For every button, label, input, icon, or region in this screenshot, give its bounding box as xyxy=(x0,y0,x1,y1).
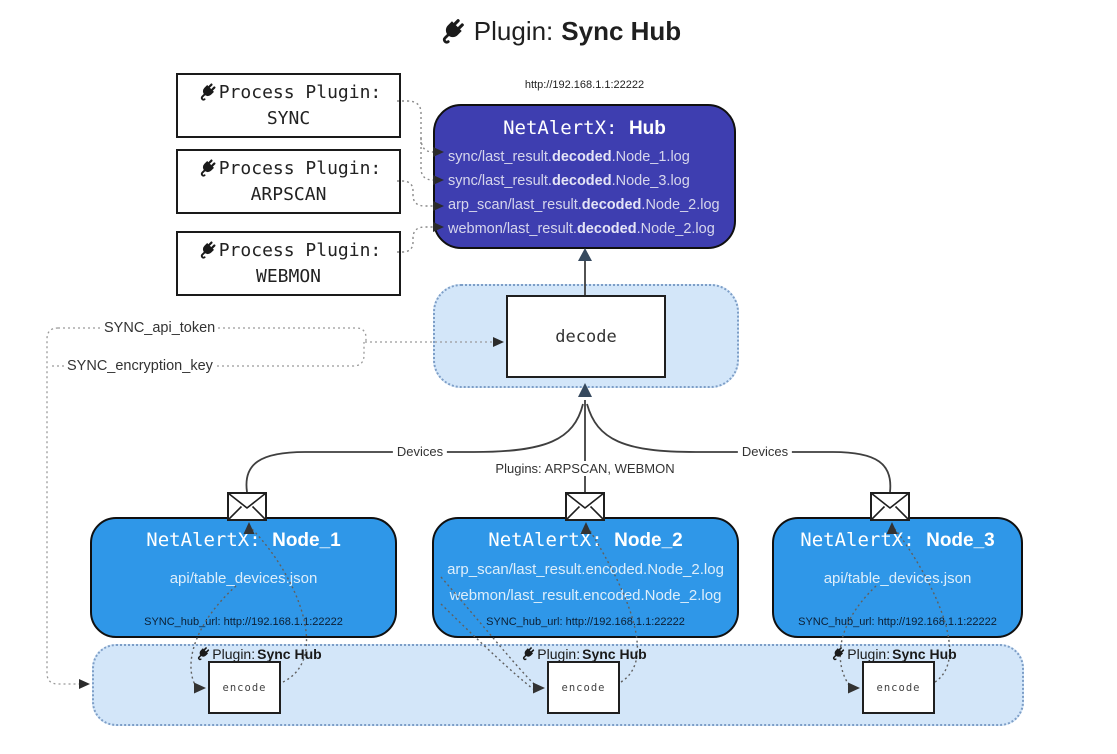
encode-box: encode xyxy=(862,661,935,714)
envelope-icon xyxy=(870,492,910,521)
sync-api-token-label: SYNC_api_token xyxy=(101,320,219,336)
hub-log-line: sync/last_result.decoded.Node_3.log xyxy=(448,173,690,189)
band-plugin-label: Plugin: Sync Hub xyxy=(519,646,647,662)
node-1-box: NetAlertX: Node_1 api/table_devices.json… xyxy=(90,517,397,638)
plug-icon xyxy=(194,646,210,662)
band-plugin-label: Plugin: Sync Hub xyxy=(829,646,957,662)
encode-box: encode xyxy=(208,661,281,714)
plug-icon xyxy=(829,646,845,662)
hub-log-line: webmon/last_result.decoded.Node_2.log xyxy=(448,221,715,237)
decode-box: decode xyxy=(506,295,666,378)
node-title: NetAlertX: Node_1 xyxy=(146,529,341,551)
plug-icon xyxy=(196,240,217,261)
sync-encryption-key-label: SYNC_encryption_key xyxy=(64,358,216,374)
envelope-icon xyxy=(565,492,605,521)
process-plugin-name: SYNC xyxy=(266,107,311,129)
node-file-line: webmon/last_result.encoded.Node_2.log xyxy=(449,587,722,604)
plug-icon xyxy=(196,82,217,103)
node-2-box: NetAlertX: Node_2 arp_scan/last_result.e… xyxy=(432,517,739,638)
plug-icon xyxy=(196,158,217,179)
node-file-line: arp_scan/last_result.encoded.Node_2.log xyxy=(447,561,724,578)
hub-box: NetAlertX: Hub sync/last_result.decoded.… xyxy=(433,104,736,249)
hub-url-label: http://192.168.1.1:22222 xyxy=(524,79,645,91)
devices-left-label: Devices xyxy=(392,444,448,459)
process-plugin-box-sync: Process Plugin: SYNC xyxy=(176,73,401,138)
node-3-box: NetAlertX: Node_3 api/table_devices.json… xyxy=(772,517,1023,638)
node-file-line: api/table_devices.json xyxy=(823,570,972,587)
node-hub-url: SYNC_hub_url: http://192.168.1.1:22222 xyxy=(144,616,343,628)
hub-log-line: sync/last_result.decoded.Node_1.log xyxy=(448,149,690,165)
process-plugin-box-webmon: Process Plugin: WEBMON xyxy=(176,231,401,296)
devices-right-label: Devices xyxy=(737,444,793,459)
process-plugin-name: ARPSCAN xyxy=(250,183,327,205)
process-plugin-name: WEBMON xyxy=(255,265,322,287)
plug-icon xyxy=(436,17,466,47)
node-title: NetAlertX: Node_2 xyxy=(488,529,683,551)
plug-icon xyxy=(519,646,535,662)
node-hub-url: SYNC_hub_url: http://192.168.1.1:22222 xyxy=(486,616,685,628)
node-file-line: api/table_devices.json xyxy=(169,570,318,587)
hub-title: NetAlertX: Hub xyxy=(503,117,666,139)
node-title: NetAlertX: Node_3 xyxy=(800,529,995,551)
page-title-bold: Sync Hub xyxy=(561,16,682,46)
band-plugin-label: Plugin: Sync Hub xyxy=(194,646,322,662)
page-title-prefix: Plugin: xyxy=(473,16,554,46)
encode-box: encode xyxy=(547,661,620,714)
process-plugin-box-arpscan: Process Plugin: ARPSCAN xyxy=(176,149,401,214)
hub-log-line: arp_scan/last_result.decoded.Node_2.log xyxy=(448,197,720,213)
page-title: Plugin: Sync Hub xyxy=(0,16,1117,47)
process-plugin-label: Process Plugin: xyxy=(218,157,382,179)
envelope-icon xyxy=(227,492,267,521)
node-hub-url: SYNC_hub_url: http://192.168.1.1:22222 xyxy=(798,616,997,628)
process-plugin-label: Process Plugin: xyxy=(218,239,382,261)
process-plugin-label: Process Plugin: xyxy=(218,81,382,103)
plugins-center-label: Plugins: ARPSCAN, WEBMON xyxy=(491,461,679,476)
